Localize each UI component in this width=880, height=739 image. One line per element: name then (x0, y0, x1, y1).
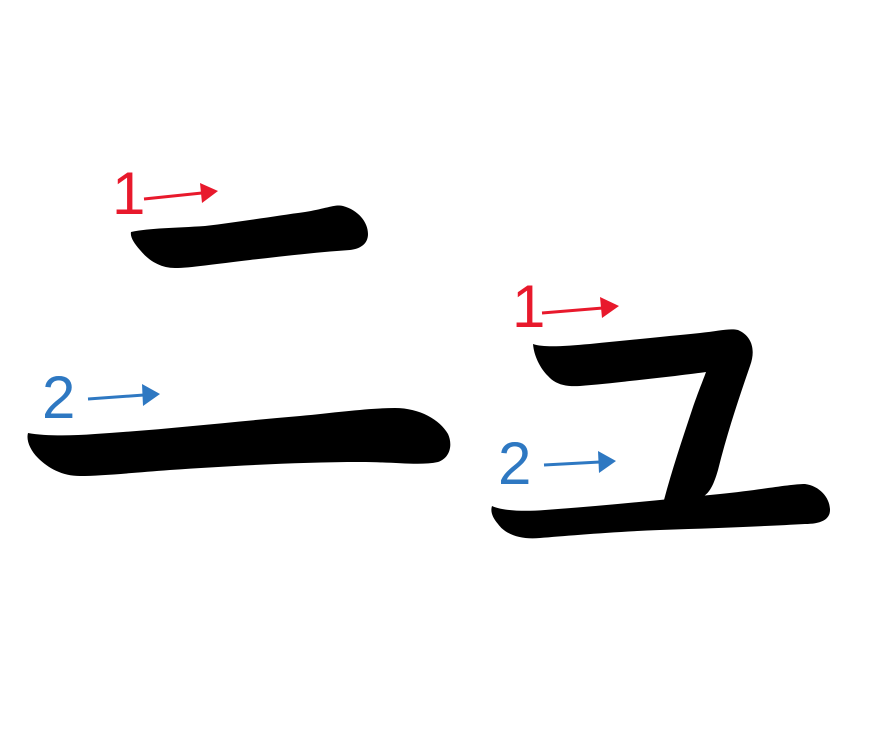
ni-stroke-1-number: 1 (112, 160, 145, 227)
right-arrow-icon (543, 451, 616, 473)
right-arrow-icon (87, 384, 160, 406)
ni-stroke-2-number: 2 (42, 364, 75, 431)
yu-stroke-2 (491, 484, 830, 539)
glyph-yu: 1 2 (491, 273, 830, 539)
right-arrow-icon (541, 297, 619, 318)
ni-stroke-2 (27, 408, 451, 476)
yu-stroke-2-number: 2 (498, 430, 531, 497)
yu-stroke-1 (533, 329, 753, 500)
ni-stroke-1 (130, 205, 368, 268)
yu-stroke-1-number: 1 (512, 273, 545, 340)
glyph-ni: 1 2 (27, 160, 451, 476)
right-arrow-icon (143, 183, 218, 203)
